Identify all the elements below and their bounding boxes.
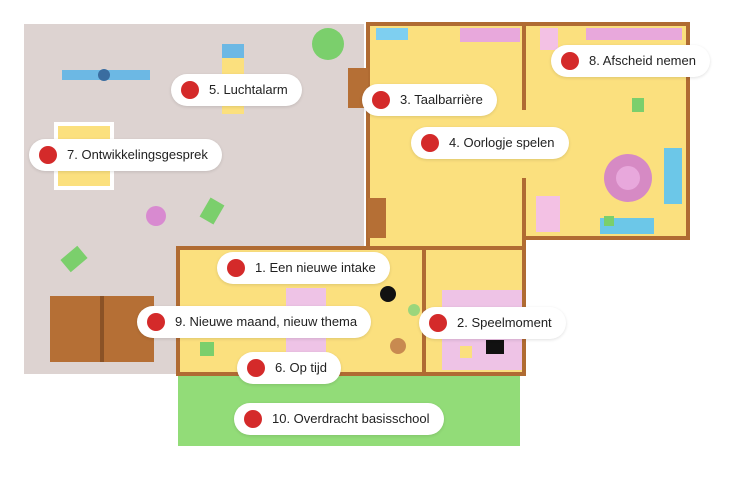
hotspot-ontwikkelingsgesprek[interactable]: 7. Ontwikkelingsgesprek: [29, 139, 222, 171]
chair: [380, 286, 396, 302]
hotspot-speelmoment[interactable]: 2. Speelmoment: [419, 307, 566, 339]
hotspot-label: 10. Overdracht basisschool: [272, 411, 430, 426]
shelf-pink: [586, 28, 682, 40]
hotspot-taalbarriere[interactable]: 3. Taalbarrière: [362, 84, 497, 116]
hotspot-marker-icon: [561, 52, 579, 70]
hotspot-oorlogje-spelen[interactable]: 4. Oorlogje spelen: [411, 127, 569, 159]
hotspot-label: 4. Oorlogje spelen: [449, 135, 555, 150]
hotspot-label: 8. Afscheid nemen: [589, 53, 696, 68]
hotspot-op-tijd[interactable]: 6. Op tijd: [237, 352, 342, 384]
hotspot-overdracht-basisschool[interactable]: 10. Overdracht basisschool: [234, 403, 444, 435]
hotspot-label: 7. Ontwikkelingsgesprek: [67, 147, 208, 162]
hotspot-luchtalarm[interactable]: 5. Luchtalarm: [171, 74, 302, 106]
pillow: [460, 346, 472, 358]
hotspot-marker-icon: [244, 410, 262, 428]
hotspot-afscheid-nemen[interactable]: 8. Afscheid nemen: [551, 45, 710, 77]
tricycle-1: [199, 197, 225, 225]
hotspot-label: 6. Op tijd: [275, 360, 328, 375]
hotspot-label: 9. Nieuwe maand, nieuw thema: [175, 314, 358, 329]
hotspot-marker-icon: [181, 81, 199, 99]
door-mid: [368, 198, 386, 238]
top-bench: [460, 28, 520, 42]
hotspot-een-nieuwe-intake[interactable]: 1. Een nieuwe intake: [217, 252, 390, 284]
hotspot-marker-icon: [39, 146, 57, 164]
shelf-blue: [376, 28, 408, 40]
tricycle-2: [60, 245, 88, 273]
hotspot-label: 1. Een nieuwe intake: [255, 260, 376, 275]
hotspot-marker-icon: [421, 134, 439, 152]
hotspot-label: 2. Speelmoment: [457, 315, 552, 330]
bush: [312, 28, 344, 60]
table-dark: [486, 340, 504, 354]
hotspot-marker-icon: [147, 313, 165, 331]
bed: [536, 196, 560, 232]
walls: [176, 22, 690, 376]
hotspot-nieuwe-maand-nieuw-thema[interactable]: 9. Nieuwe maand, nieuw thema: [137, 306, 372, 338]
hotspot-label: 3. Taalbarrière: [400, 92, 483, 107]
hotspot-marker-icon: [227, 259, 245, 277]
hotspot-marker-icon: [247, 359, 265, 377]
bed-top: [540, 28, 558, 50]
sofa-side: [664, 148, 682, 204]
hotspot-marker-icon: [372, 91, 390, 109]
ball: [146, 206, 166, 226]
hotspot-marker-icon: [429, 314, 447, 332]
hotspot-label: 5. Luchtalarm: [209, 82, 288, 97]
